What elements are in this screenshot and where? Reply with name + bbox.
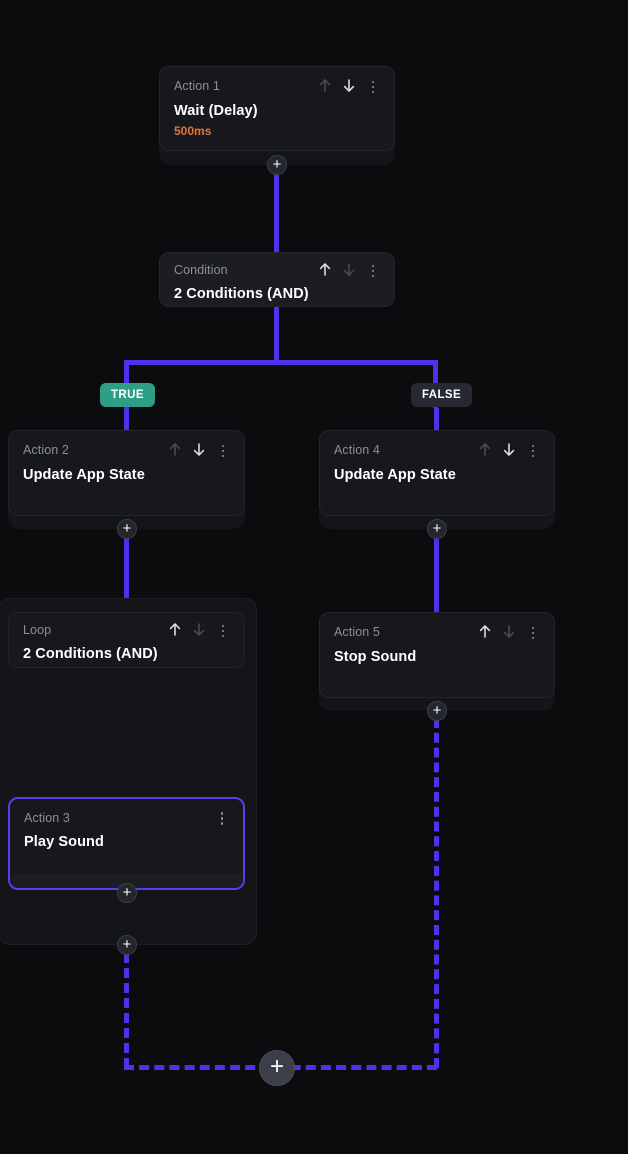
action1-subtitle: 500ms bbox=[174, 124, 212, 138]
edge-branch-bus bbox=[124, 360, 437, 365]
add-node-after-loop[interactable]: + bbox=[117, 935, 137, 955]
node-condition[interactable]: Condition 2 Conditions (AND) bbox=[159, 252, 395, 307]
action4-toolbar[interactable] bbox=[478, 442, 540, 458]
arrow-up-icon[interactable] bbox=[318, 262, 332, 278]
arrow-down-icon[interactable] bbox=[192, 442, 206, 458]
edge-action5-dashed-down bbox=[434, 718, 439, 1068]
add-node-after-action1[interactable]: + bbox=[267, 155, 287, 175]
branch-label-true: TRUE bbox=[100, 383, 155, 407]
arrow-up-icon[interactable] bbox=[318, 78, 332, 94]
node-action4[interactable]: Action 4 Update App State bbox=[319, 430, 555, 516]
action3-toolbar[interactable] bbox=[215, 810, 229, 825]
add-node-after-action5[interactable]: + bbox=[427, 701, 447, 721]
action1-title: Wait (Delay) bbox=[174, 103, 258, 119]
edge-condition-down bbox=[274, 305, 279, 363]
action3-title: Play Sound bbox=[24, 834, 104, 850]
add-node-at-merge[interactable]: + bbox=[259, 1050, 295, 1086]
node-action3[interactable]: Action 3 Play Sound bbox=[8, 797, 245, 890]
action3-footer bbox=[10, 874, 243, 888]
condition-title: 2 Conditions (AND) bbox=[174, 286, 309, 302]
action2-title: Update App State bbox=[23, 467, 145, 483]
action1-kicker: Action 1 bbox=[174, 79, 220, 93]
arrow-up-icon[interactable] bbox=[478, 624, 492, 640]
condition-kicker: Condition bbox=[174, 263, 228, 277]
action5-kicker: Action 5 bbox=[334, 625, 380, 639]
node-action5[interactable]: Action 5 Stop Sound bbox=[319, 612, 555, 698]
edge-action1-to-condition bbox=[274, 165, 279, 253]
more-vertical-icon[interactable] bbox=[216, 623, 230, 638]
arrow-down-icon[interactable] bbox=[342, 78, 356, 94]
more-vertical-icon[interactable] bbox=[526, 625, 540, 640]
more-vertical-icon[interactable] bbox=[526, 443, 540, 458]
node-action2[interactable]: Action 2 Update App State bbox=[8, 430, 245, 516]
action2-kicker: Action 2 bbox=[23, 443, 69, 457]
action1-toolbar[interactable] bbox=[318, 78, 380, 94]
arrow-down-icon[interactable] bbox=[342, 262, 356, 278]
more-vertical-icon[interactable] bbox=[215, 810, 229, 825]
edge-loop-dashed-down bbox=[124, 953, 129, 1068]
node-loop[interactable]: Loop 2 Conditions (AND) bbox=[8, 612, 245, 668]
action5-toolbar[interactable] bbox=[478, 624, 540, 640]
arrow-up-icon[interactable] bbox=[168, 442, 182, 458]
loop-title: 2 Conditions (AND) bbox=[23, 646, 158, 662]
add-node-after-action4[interactable]: + bbox=[427, 519, 447, 539]
arrow-down-icon[interactable] bbox=[502, 442, 516, 458]
loop-toolbar[interactable] bbox=[168, 622, 230, 638]
branch-label-false: FALSE bbox=[411, 383, 473, 407]
add-node-after-action2[interactable]: + bbox=[117, 519, 137, 539]
action4-title: Update App State bbox=[334, 467, 456, 483]
add-node-after-action3[interactable]: + bbox=[117, 883, 137, 903]
more-vertical-icon[interactable] bbox=[366, 263, 380, 278]
more-vertical-icon[interactable] bbox=[366, 79, 380, 94]
more-vertical-icon[interactable] bbox=[216, 443, 230, 458]
action3-kicker: Action 3 bbox=[24, 811, 70, 825]
node-action1[interactable]: Action 1 Wait (Delay) 500m bbox=[159, 66, 395, 151]
edge-false-to-action4 bbox=[434, 408, 439, 436]
action5-title: Stop Sound bbox=[334, 649, 417, 665]
action4-kicker: Action 4 bbox=[334, 443, 380, 457]
arrow-down-icon[interactable] bbox=[192, 622, 206, 638]
edge-action2-to-loop bbox=[124, 529, 129, 611]
loop-kicker: Loop bbox=[23, 623, 52, 637]
condition-toolbar[interactable] bbox=[318, 262, 380, 278]
arrow-down-icon[interactable] bbox=[502, 624, 516, 640]
arrow-up-icon[interactable] bbox=[168, 622, 182, 638]
edge-action4-to-action5 bbox=[434, 529, 439, 615]
action2-toolbar[interactable] bbox=[168, 442, 230, 458]
edge-true-to-action2 bbox=[124, 408, 129, 436]
arrow-up-icon[interactable] bbox=[478, 442, 492, 458]
